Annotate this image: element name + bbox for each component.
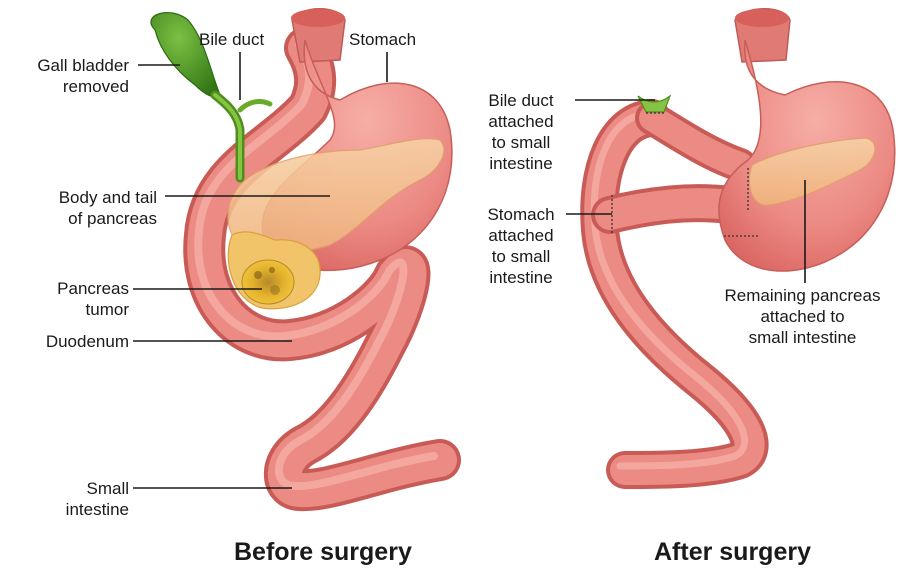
label-pancreas-tumor-line1: Pancreas bbox=[57, 278, 129, 299]
label-stomach-line1: Stomach bbox=[349, 29, 416, 50]
tumor-texture bbox=[270, 285, 280, 295]
caption-before-surgery: Before surgery bbox=[234, 538, 412, 567]
label-body-tail-pancreas: Body and tail of pancreas bbox=[59, 187, 157, 229]
caption-after-surgery: After surgery bbox=[654, 538, 811, 567]
label-small-intestine-line1: Small bbox=[66, 478, 129, 499]
label-stomach-attached-line2: attached bbox=[470, 225, 572, 246]
label-pancreas-tumor: Pancreas tumor bbox=[57, 278, 129, 320]
label-bile-duct-attached-line1: Bile duct bbox=[470, 90, 572, 111]
label-stomach: Stomach bbox=[349, 29, 416, 50]
before-bile-duct-branch bbox=[240, 102, 270, 110]
label-remaining-pancreas-line2: attached to bbox=[700, 306, 905, 327]
label-remaining-pancreas: Remaining pancreas attached to small int… bbox=[700, 285, 905, 348]
label-duodenum-line1: Duodenum bbox=[46, 331, 129, 352]
label-bile-duct-attached-line3: to small bbox=[470, 132, 572, 153]
pancreas-tumor-mass bbox=[242, 260, 294, 304]
label-stomach-attached-line4: intestine bbox=[470, 267, 572, 288]
label-bile-duct: Bile duct bbox=[199, 29, 264, 50]
label-gall-bladder-line2: removed bbox=[37, 76, 129, 97]
label-small-intestine-line2: intestine bbox=[66, 499, 129, 520]
after-esophagus-opening bbox=[735, 9, 789, 27]
label-stomach-attached-line3: to small bbox=[470, 246, 572, 267]
label-remaining-pancreas-line1: Remaining pancreas bbox=[700, 285, 905, 306]
tumor-texture bbox=[269, 267, 275, 273]
label-small-intestine: Small intestine bbox=[66, 478, 129, 520]
before-esophagus-opening bbox=[291, 9, 345, 27]
label-gall-bladder-line1: Gall bladder bbox=[37, 55, 129, 76]
label-duodenum: Duodenum bbox=[46, 331, 129, 352]
after-illustration bbox=[594, 9, 894, 470]
label-remaining-pancreas-line3: small intestine bbox=[700, 327, 905, 348]
label-body-tail-line1: Body and tail bbox=[59, 187, 157, 208]
label-pancreas-tumor-line2: tumor bbox=[57, 299, 129, 320]
label-bile-duct-line1: Bile duct bbox=[199, 29, 264, 50]
label-bile-duct-attached-line2: attached bbox=[470, 111, 572, 132]
label-stomach-attached: Stomach attached to small intestine bbox=[470, 204, 572, 288]
tumor-texture bbox=[254, 271, 262, 279]
label-bile-duct-attached: Bile duct attached to small intestine bbox=[470, 90, 572, 174]
label-gall-bladder: Gall bladder removed bbox=[37, 55, 129, 97]
label-body-tail-line2: of pancreas bbox=[59, 208, 157, 229]
label-bile-duct-attached-line4: intestine bbox=[470, 153, 572, 174]
before-illustration bbox=[151, 9, 452, 490]
gall-bladder bbox=[151, 13, 220, 97]
label-stomach-attached-line1: Stomach bbox=[470, 204, 572, 225]
